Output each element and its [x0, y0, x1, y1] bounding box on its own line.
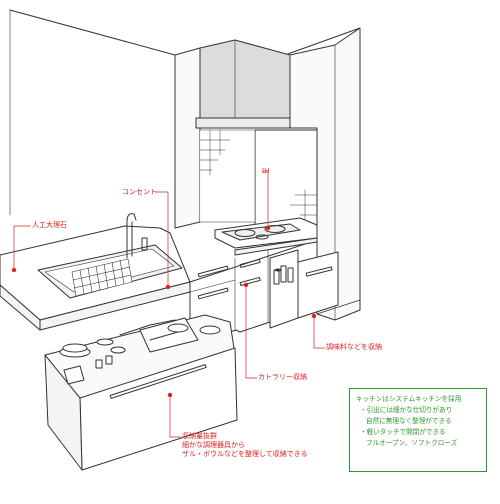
ceiling-line-right	[284, 27, 361, 56]
spice-pullout	[269, 249, 339, 329]
label-seasoning-storage: 調味料などを収納	[326, 343, 382, 351]
backsplash-panel	[254, 129, 318, 226]
info-line-5: フルオープン、ソフトクローズ	[366, 439, 458, 447]
leader-seasoning	[313, 316, 325, 349]
label-storage-line3: ザル・ボウルなどを整理して収納できる	[182, 450, 308, 458]
pillar-left	[174, 47, 201, 229]
label-cutlery-storage: カトラリー収納	[258, 373, 307, 381]
drawer-handle-2	[239, 258, 261, 269]
faucet	[126, 213, 148, 259]
leader-cutlery	[245, 285, 257, 379]
feature-info-box: キッチンはシステムキッチンを採用 ・引出には細かな仕切りがあり 自然に無理なく整…	[349, 388, 487, 472]
range-hood	[199, 39, 291, 119]
open-storage-drawer	[44, 314, 238, 471]
tile-wall	[199, 129, 318, 226]
label-storage-line2: 細かな調理器具から	[182, 441, 245, 449]
drawer-handle-1	[197, 265, 229, 278]
leader-ih	[262, 171, 269, 228]
info-line-1: キッチンはシステムキッチンを採用	[356, 395, 462, 403]
leader-concent	[155, 191, 169, 287]
label-ih: IH	[262, 167, 270, 175]
info-line-3: 自然に無理なく整理ができる	[366, 417, 452, 425]
drawer-handle-3	[239, 276, 261, 287]
ceiling-line-left	[9, 9, 176, 56]
label-countertop: 人工大理石	[32, 221, 67, 229]
sink-basket	[71, 258, 133, 297]
callout-leaders	[13, 171, 325, 438]
callout-dots	[11, 225, 317, 398]
info-line-2: ・引出には細かな仕切りがあり	[360, 406, 453, 414]
leader-countertop	[13, 225, 30, 270]
info-line-4: ・軽いタッチで開閉ができる	[360, 428, 446, 436]
drawer-handle-4	[197, 287, 229, 300]
leader-storage	[169, 395, 181, 438]
drawer-handle-main	[109, 364, 207, 399]
label-storage-line1: 収納量抜群	[182, 432, 217, 440]
label-concent: コンセント	[122, 188, 157, 196]
